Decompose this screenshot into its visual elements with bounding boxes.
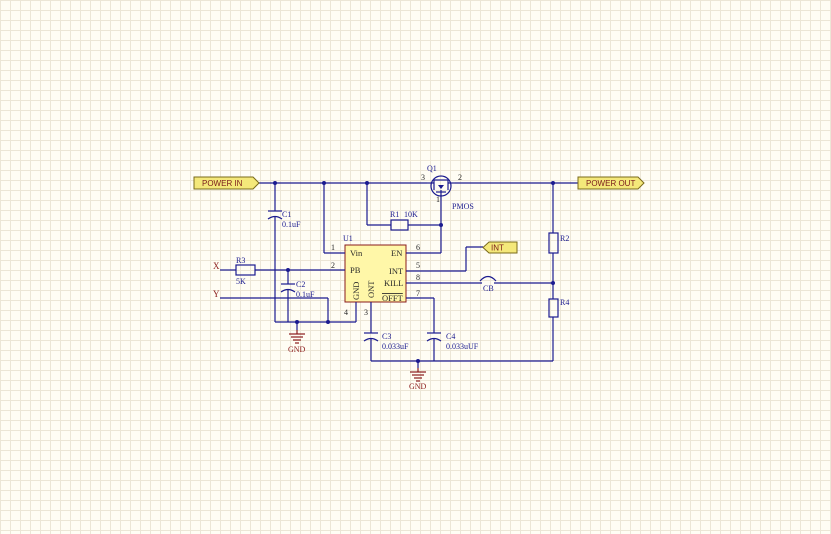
ground-label: GND <box>409 382 427 391</box>
u1-pin-ont: ONT <box>366 280 376 298</box>
junction-dot <box>551 281 555 285</box>
r1-value: 10K <box>404 210 418 219</box>
switch-cb[interactable]: CB <box>479 275 497 294</box>
port-power-out[interactable]: POWER OUT <box>577 176 645 190</box>
transistor-q1[interactable]: Q1 PMOS 3 2 1 <box>421 164 474 211</box>
capacitor-c3[interactable]: C3 0.033uF <box>363 332 409 351</box>
ground-bottom: GND <box>409 368 427 391</box>
u1-designator: U1 <box>343 234 353 243</box>
r2-designator: R2 <box>560 234 569 243</box>
net-label-x: X <box>213 261 220 271</box>
u1-pinnum-en: 6 <box>416 243 420 252</box>
q1-pin-drain: 2 <box>458 173 462 182</box>
c1-value: 0.1uF <box>282 220 301 229</box>
ic-u1[interactable]: U1 Vin PB EN INT KILL OFFT GND ONT 1 2 3… <box>330 234 425 318</box>
c3-value: 0.033uF <box>382 342 409 351</box>
port-label: POWER OUT <box>586 179 635 188</box>
u1-pin-offt: OFFT <box>382 293 404 303</box>
ground-left: GND <box>288 330 306 354</box>
resistor-r1[interactable]: R1 10K <box>390 210 418 231</box>
junction-dot <box>286 268 290 272</box>
u1-pinnum-gnd: 4 <box>344 308 348 317</box>
u1-pin-gnd: GND <box>351 282 361 300</box>
r1-designator: R1 <box>390 210 399 219</box>
c4-designator: C4 <box>446 332 455 341</box>
u1-pin-int: INT <box>389 266 404 276</box>
capacitor-c4[interactable]: C4 0.033uUF <box>426 332 479 351</box>
junctions <box>273 181 555 363</box>
cb-designator: CB <box>483 284 494 293</box>
capacitor-c2[interactable]: C2 0.1uF <box>280 280 315 299</box>
q1-pin-source: 3 <box>421 173 425 182</box>
c4-value: 0.033uUF <box>446 342 479 351</box>
q1-pin-gate: 1 <box>436 195 440 204</box>
junction-dot <box>365 181 369 185</box>
junction-dot <box>322 181 326 185</box>
c1-designator: C1 <box>282 210 291 219</box>
resistor-r4[interactable]: R4 <box>548 298 569 318</box>
u1-pin-pb: PB <box>350 265 361 275</box>
junction-dot <box>551 181 555 185</box>
u1-pinnum-kill: 8 <box>416 273 420 282</box>
port-label: INT <box>491 244 504 253</box>
junction-dot <box>326 320 330 324</box>
port-label: POWER IN <box>202 179 243 188</box>
junction-dot <box>439 223 443 227</box>
ground-label: GND <box>288 345 306 354</box>
u1-pinnum-ont: 3 <box>364 308 368 317</box>
r4-designator: R4 <box>560 298 569 307</box>
q1-type: PMOS <box>452 202 474 211</box>
u1-pinnum-vin: 1 <box>331 243 335 252</box>
port-int[interactable]: INT <box>482 241 518 254</box>
u1-pinnum-int: 5 <box>416 261 420 270</box>
u1-pin-kill: KILL <box>384 278 403 288</box>
u1-pin-en: EN <box>391 248 402 258</box>
r3-value: 5K <box>236 277 246 286</box>
net-label-y: Y <box>213 289 220 299</box>
c2-value: 0.1uF <box>296 290 315 299</box>
junction-dot <box>416 359 420 363</box>
c3-designator: C3 <box>382 332 391 341</box>
port-power-in[interactable]: POWER IN <box>193 176 260 190</box>
q1-designator: Q1 <box>427 164 437 173</box>
u1-pinnum-offt: 7 <box>416 289 420 298</box>
resistor-r3[interactable]: R3 5K <box>235 256 256 286</box>
c2-designator: C2 <box>296 280 305 289</box>
junction-dot <box>295 320 299 324</box>
junction-dot <box>273 181 277 185</box>
r3-designator: R3 <box>236 256 245 265</box>
u1-pinnum-pb: 2 <box>331 261 335 270</box>
resistor-r2[interactable]: R2 <box>548 232 569 254</box>
u1-pin-vin: Vin <box>350 248 363 258</box>
capacitor-c1[interactable]: C1 0.1uF <box>267 210 301 229</box>
